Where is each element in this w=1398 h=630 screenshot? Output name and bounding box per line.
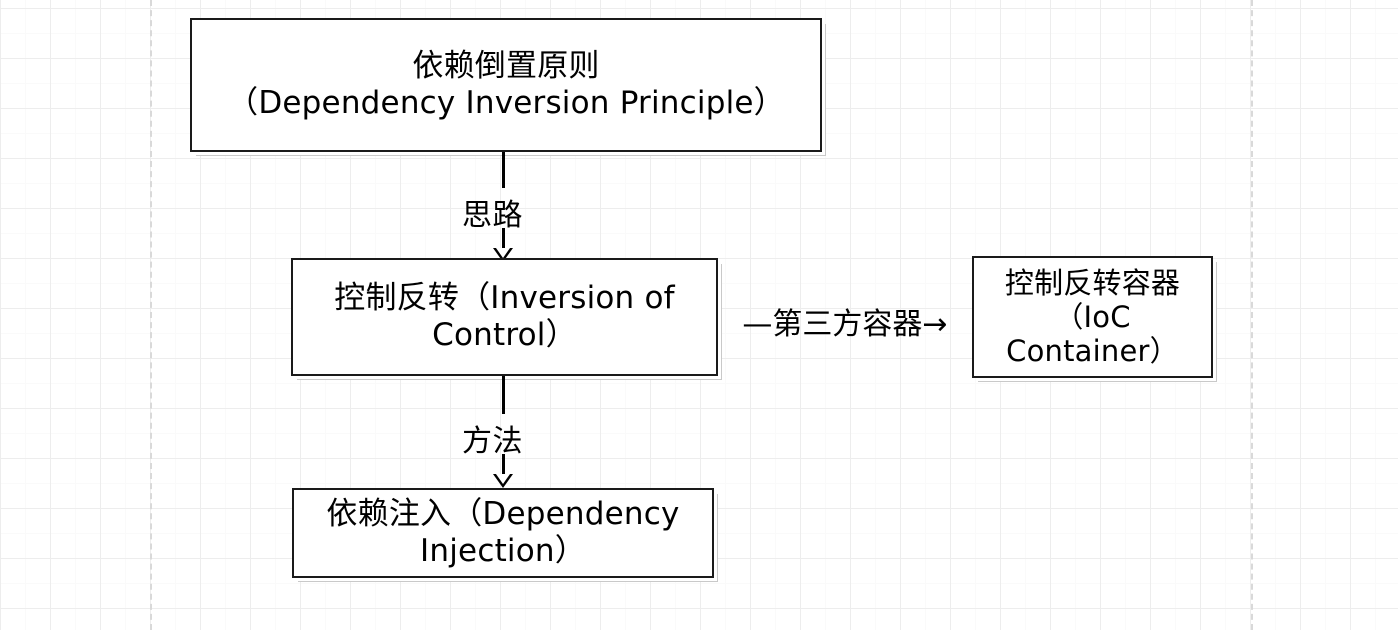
node-dependency-inversion-principle[interactable]: 依赖倒置原则 （Dependency Inversion Principle） [190,18,822,152]
node-inversion-of-control[interactable]: 控制反转（Inversion of Control） [291,258,718,376]
connector-dip-to-ioc-lower [502,228,505,250]
connector-ioc-to-di-lower [502,454,505,476]
page-guide-right [1251,0,1253,630]
edge-label-third-party-container: —第三方容器→ [742,307,948,342]
edge-label-fangfa: 方法 [462,424,523,459]
page-guide-left [150,0,152,630]
arrow-down-icon-to-di [493,474,513,488]
connector-dip-to-ioc-upper [502,152,505,188]
node-ioc-container[interactable]: 控制反转容器（IoC Container） [972,256,1213,378]
edge-label-silu: 思路 [462,198,523,233]
connector-ioc-to-di-upper [502,376,505,414]
node-dependency-injection[interactable]: 依赖注入（Dependency Injection） [292,488,714,578]
